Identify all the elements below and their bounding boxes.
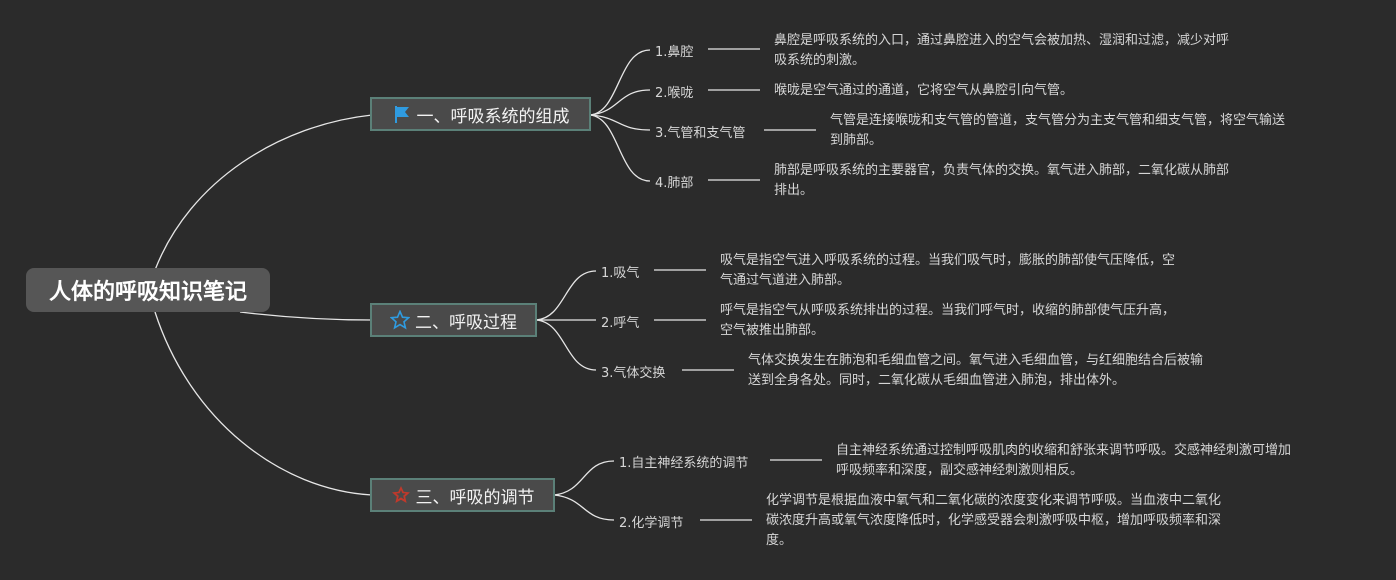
leaf-topic[interactable]: 3.气体交换 <box>601 366 666 381</box>
star-outline-icon <box>390 310 410 330</box>
link-b1-c2 <box>589 89 651 116</box>
leaf-topic[interactable]: 1.鼻腔 <box>655 45 694 60</box>
branch-topic-process[interactable]: 二、呼吸过程 <box>370 303 537 337</box>
leaf-topic[interactable]: 2.喉咙 <box>655 86 694 101</box>
flag-icon <box>394 106 409 123</box>
leaf-topic[interactable]: 1.吸气 <box>601 266 640 281</box>
branch-label: 三、呼吸的调节 <box>415 487 535 508</box>
link-b2-c3 <box>535 319 597 371</box>
branch-topic-regulation[interactable]: 三、呼吸的调节 <box>370 478 555 512</box>
link-b3-c2 <box>553 494 615 521</box>
leaf-topic[interactable]: 2.化学调节 <box>619 516 684 531</box>
link-b1-c4 <box>589 114 651 182</box>
leaf-topic[interactable]: 4.肺部 <box>655 176 694 191</box>
leaf-description: 自主神经系统通过控制呼吸肌肉的收缩和舒张来调节呼吸。交感神经刺激可增加呼吸频率和… <box>836 443 1292 478</box>
link-root-branch-1 <box>154 114 373 271</box>
link-b1-c3 <box>589 114 651 131</box>
link-b2-c1 <box>535 270 597 321</box>
leaf-topic[interactable]: 3.气管和支气管 <box>655 126 746 141</box>
leaf-description: 气管是连接喉咙和支气管的管道，支气管分为主支气管和细支气管，将空气输送到肺部。 <box>830 113 1286 148</box>
leaf-description: 化学调节是根据血液中氧气和二氧化碳的浓度变化来调节呼吸。当血液中二氧化碳浓度升高… <box>766 493 1222 548</box>
star-badge-icon <box>391 486 410 503</box>
leaf-topic[interactable]: 2.呼气 <box>601 316 640 331</box>
link-root-branch-3 <box>154 311 373 496</box>
branch-topic-composition[interactable]: 一、呼吸系统的组成 <box>370 97 591 131</box>
leaf-description: 吸气是指空气进入呼吸系统的过程。当我们吸气时，膨胀的肺部使气压降低，空气通过气道… <box>720 253 1176 288</box>
link-b1-c1 <box>589 49 651 116</box>
leaf-description: 喉咙是空气通过的通道，它将空气从鼻腔引向气管。 <box>774 83 1074 98</box>
branch-label: 一、呼吸系统的组成 <box>416 106 570 127</box>
link-b3-c1 <box>553 460 615 496</box>
leaf-description: 呼气是指空气从呼吸系统排出的过程。当我们呼气时，收缩的肺部使气压升高，空气被推出… <box>720 303 1176 338</box>
branch-label: 二、呼吸过程 <box>415 312 517 333</box>
leaf-topic[interactable]: 1.自主神经系统的调节 <box>619 456 749 471</box>
leaf-description: 气体交换发生在肺泡和毛细血管之间。氧气进入毛细血管，与红细胞结合后被输送到全身各… <box>748 353 1204 388</box>
root-topic[interactable]: 人体的呼吸知识笔记 <box>26 268 270 312</box>
leaf-description: 肺部是呼吸系统的主要器官，负责气体的交换。氧气进入肺部，二氧化碳从肺部排出。 <box>774 163 1230 198</box>
leaf-description: 鼻腔是呼吸系统的入口，通过鼻腔进入的空气会被加热、湿润和过滤，减少对呼吸系统的刺… <box>774 33 1230 68</box>
link-root-branch-2 <box>239 311 373 321</box>
